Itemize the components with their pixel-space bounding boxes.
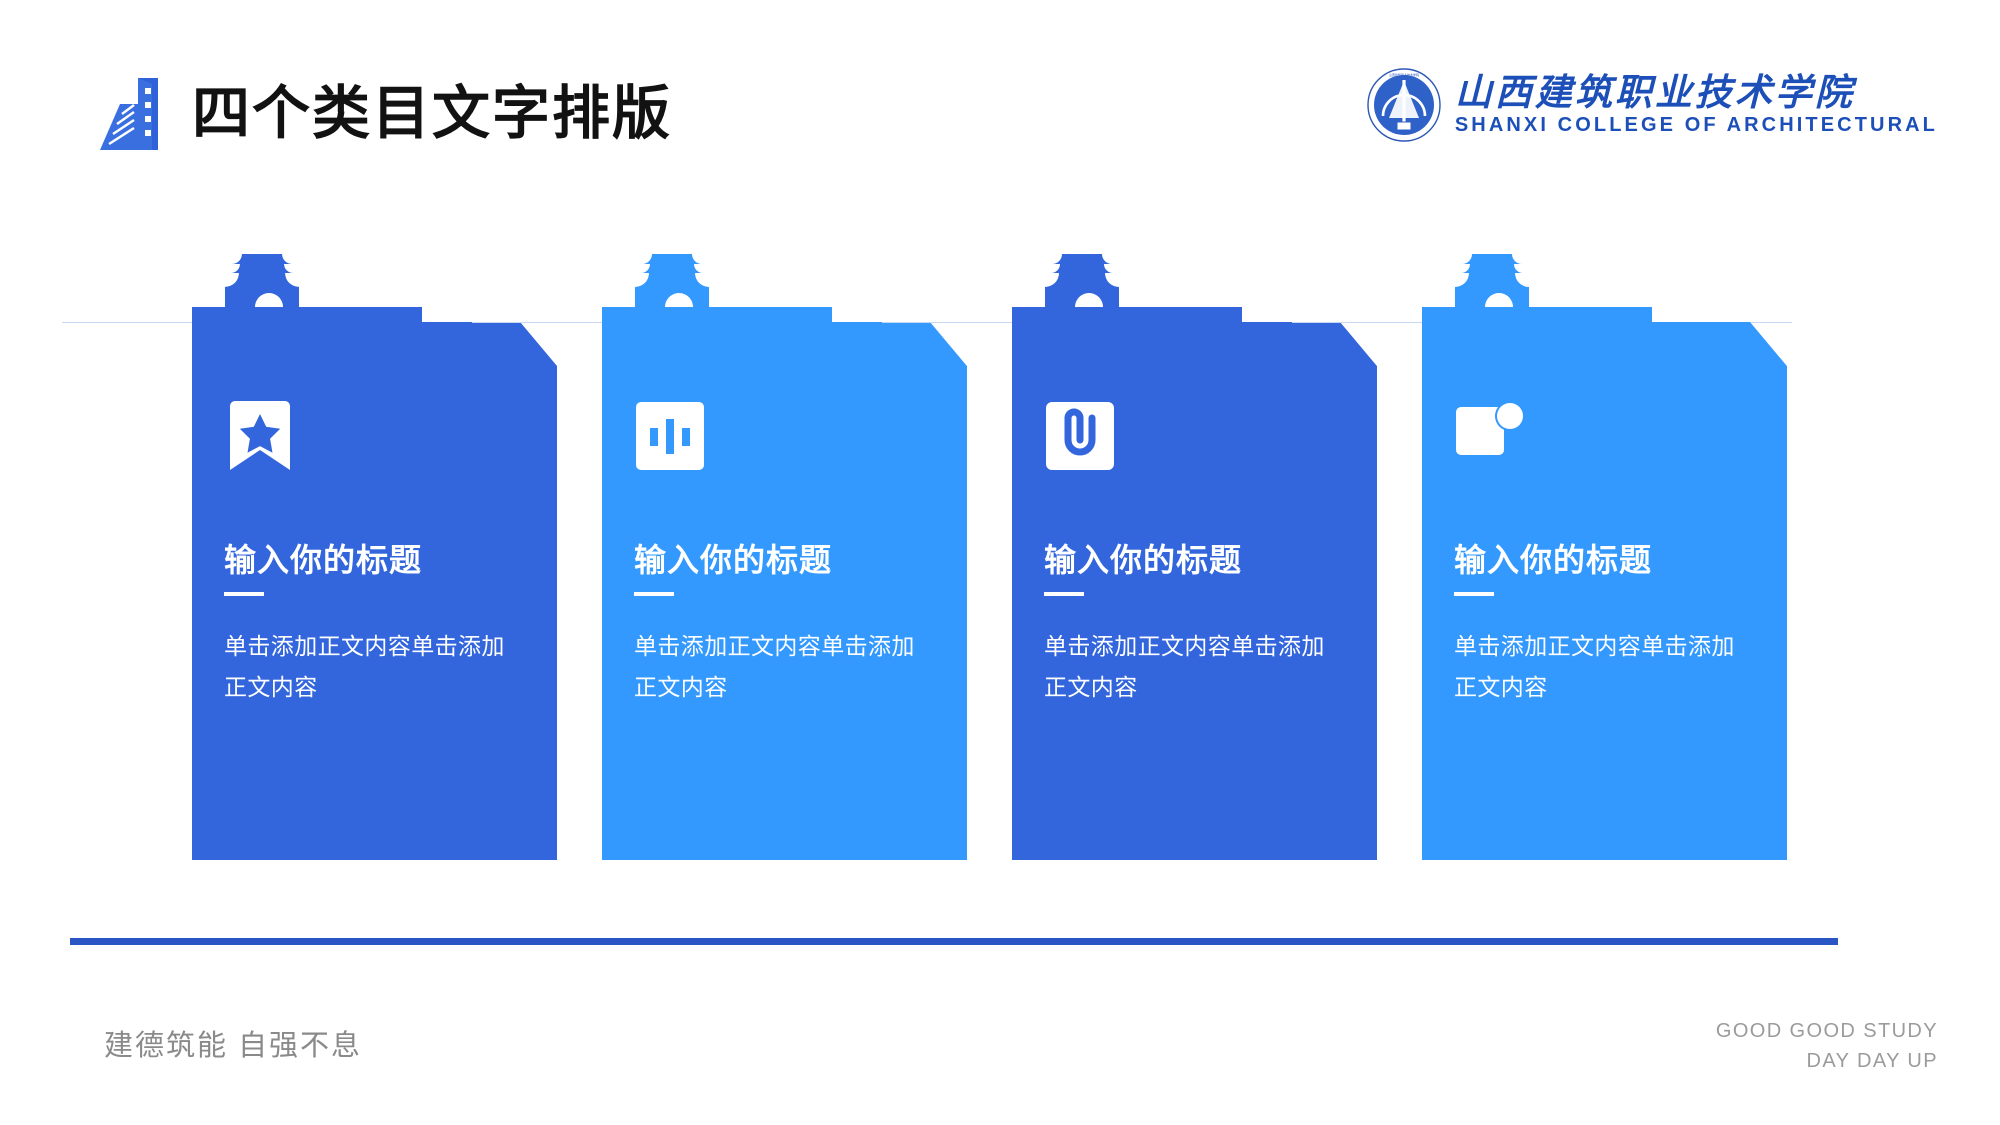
card-rule-3 bbox=[1044, 592, 1084, 596]
category-card-2[interactable]: 输入你的标题 单击添加正文内容单击添加正文内容 bbox=[472, 250, 972, 945]
card-rule-4 bbox=[1454, 592, 1494, 596]
card-rule-2 bbox=[634, 592, 674, 596]
card-title-4: 输入你的标题 bbox=[1454, 542, 1653, 578]
svg-text:山西建筑职业技术学院: 山西建筑职业技术学院 bbox=[1389, 72, 1419, 77]
card-content-2: 输入你的标题 单击添加正文内容单击添加正文内容 bbox=[634, 400, 964, 708]
school-logo: 山西建筑职业技术学院 山西建筑职业技术学院 SHANXI COLLEGE OF … bbox=[1367, 68, 1938, 142]
bookmark-star-icon bbox=[224, 400, 296, 472]
card-body-3: 单击添加正文内容单击添加正文内容 bbox=[1044, 633, 1325, 700]
card-content-4: 输入你的标题 单击添加正文内容单击添加正文内容 bbox=[1454, 400, 1784, 708]
category-card-4[interactable]: 输入你的标题 单击添加正文内容单击添加正文内容 bbox=[1292, 250, 1792, 945]
square-circle-icon bbox=[1454, 400, 1526, 472]
school-name-block: 山西建筑职业技术学院 SHANXI COLLEGE OF ARCHITECTUR… bbox=[1454, 72, 1938, 137]
footer-slogan-line2: DAY DAY UP bbox=[1806, 1050, 1938, 1072]
building-icon bbox=[100, 78, 166, 150]
magnet-icon bbox=[1044, 400, 1116, 472]
card-body-2: 单击添加正文内容单击添加正文内容 bbox=[634, 633, 915, 700]
card-body-1: 单击添加正文内容单击添加正文内容 bbox=[224, 633, 505, 700]
footer-slogan-line1: GOOD GOOD STUDY bbox=[1715, 1020, 1938, 1042]
card-title-3: 输入你的标题 bbox=[1044, 542, 1243, 578]
school-name-en: SHANXI COLLEGE OF ARCHITECTURAL bbox=[1454, 114, 1938, 137]
slide-header: 四个类目文字排版 山西建筑职业技术学院 山西建筑职业技术学院 bbox=[0, 0, 2000, 190]
school-crest-icon: 山西建筑职业技术学院 bbox=[1367, 68, 1441, 142]
page-title: 四个类目文字排版 bbox=[192, 81, 673, 146]
bar-chart-icon bbox=[634, 400, 706, 472]
card-rule-1 bbox=[224, 592, 264, 596]
footer-motto: 建德筑能 自强不息 bbox=[104, 1030, 363, 1062]
footer-slogan: GOOD GOOD STUDY DAY DAY UP bbox=[1716, 1016, 1938, 1076]
category-card-3[interactable]: 输入你的标题 单击添加正文内容单击添加正文内容 bbox=[882, 250, 1382, 945]
title-block: 四个类目文字排版 bbox=[100, 78, 672, 150]
category-card-1[interactable]: 输入你的标题 单击添加正文内容单击添加正文内容 bbox=[62, 250, 562, 945]
card-body-4: 单击添加正文内容单击添加正文内容 bbox=[1454, 633, 1735, 700]
card-content-3: 输入你的标题 单击添加正文内容单击添加正文内容 bbox=[1044, 400, 1374, 708]
card-title-1: 输入你的标题 bbox=[224, 542, 423, 578]
card-title-2: 输入你的标题 bbox=[634, 542, 833, 578]
baseline-divider bbox=[70, 938, 1838, 945]
card-content-1: 输入你的标题 单击添加正文内容单击添加正文内容 bbox=[224, 400, 554, 708]
school-name-cn: 山西建筑职业技术学院 bbox=[1454, 72, 1855, 114]
